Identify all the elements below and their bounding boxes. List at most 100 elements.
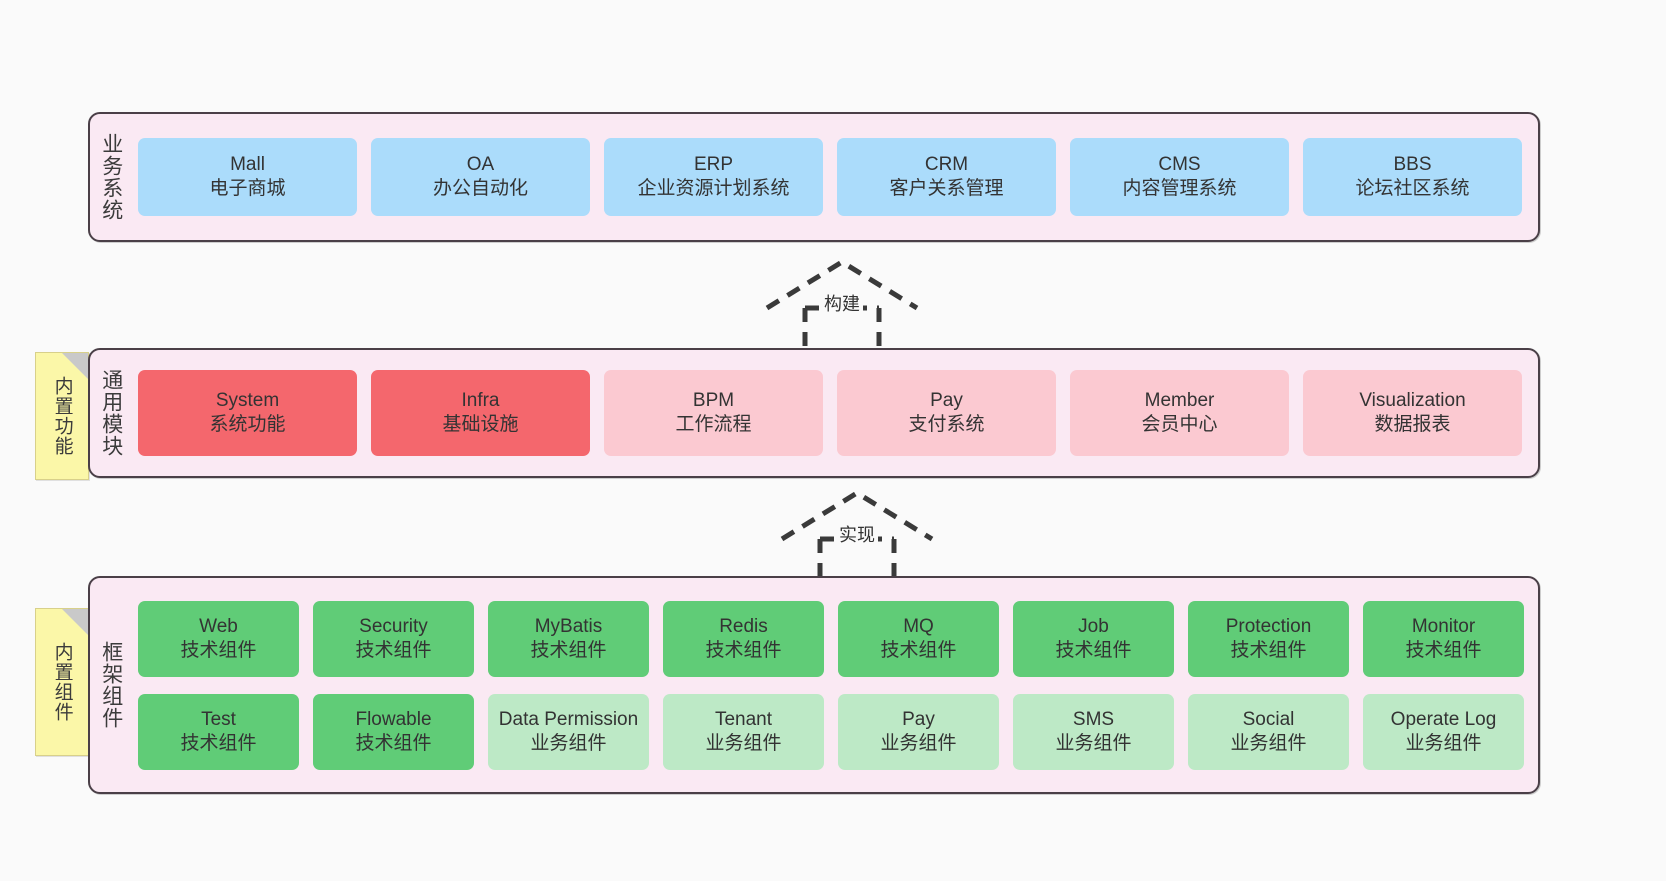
card-crm-subtitle: 客户关系管理 [889,178,1004,199]
card-infra[interactable]: Infra 基础设施 [371,370,590,456]
card-system[interactable]: System 系统功能 [138,370,357,456]
card-test-subtitle: 技术组件 [180,732,257,754]
card-security-subtitle: 技术组件 [355,639,432,661]
card-job[interactable]: Job 技术组件 [1013,600,1174,677]
layer-common-module-label: 通用模块 [99,369,123,457]
layer-business-system-label: 业务系统 [99,133,123,221]
card-system-subtitle: 系统功能 [209,414,286,435]
layer-framework-component-label: 框架组件 [99,641,123,729]
card-operate-log-title: Operate Log [1390,708,1497,730]
card-erp-title: ERP [693,154,734,176]
card-mq-title: MQ [903,615,934,637]
card-tenant-subtitle: 业务组件 [705,732,782,754]
card-bbs[interactable]: BBS 论坛社区系统 [1303,138,1522,216]
card-visualization-title: Visualization [1359,390,1466,412]
card-sms[interactable]: SMS 业务组件 [1013,693,1174,770]
card-web-subtitle: 技术组件 [180,639,257,661]
sticky-note-builtin-components-text: 内置组件 [51,642,73,722]
card-erp-subtitle: 企业资源计划系统 [637,178,790,199]
sticky-note-builtin-components: 内置组件 [35,608,89,756]
card-redis-subtitle: 技术组件 [705,639,782,661]
card-erp[interactable]: ERP 企业资源计划系统 [604,138,823,216]
card-bbs-title: BBS [1393,154,1432,176]
card-monitor[interactable]: Monitor 技术组件 [1363,600,1524,677]
card-bpm-title: BPM [692,390,735,412]
layer-business-system: 业务系统 Mall 电子商城 OA 办公自动化 ERP 企业资源计划系统 CRM… [88,112,1540,242]
layer-framework-component-cards: Web 技术组件 Security 技术组件 MyBatis 技术组件 Redi… [132,578,1538,792]
card-tenant[interactable]: Tenant 业务组件 [663,693,824,770]
card-bpm-subtitle: 工作流程 [675,414,752,435]
sticky-note-builtin-features-text: 内置功能 [51,376,73,456]
card-flowable-subtitle: 技术组件 [355,732,432,754]
card-protection[interactable]: Protection 技术组件 [1188,600,1349,677]
card-infra-title: Infra [461,390,500,412]
sticky-note-builtin-features: 内置功能 [35,352,89,480]
connector-build-label: 构建 [821,290,863,316]
card-data-permission-title: Data Permission [498,708,639,730]
card-web[interactable]: Web 技术组件 [138,600,299,677]
generalization-arrowhead-implement [780,490,934,542]
card-sms-subtitle: 业务组件 [1055,732,1132,754]
card-social-title: Social [1242,708,1295,730]
card-job-subtitle: 技术组件 [1055,639,1132,661]
card-monitor-subtitle: 技术组件 [1405,639,1482,661]
card-cms-subtitle: 内容管理系统 [1122,178,1237,199]
layer-framework-component: 框架组件 Web 技术组件 Security 技术组件 MyBatis 技术组件… [88,576,1540,794]
card-mall[interactable]: Mall 电子商城 [138,138,357,216]
layer-common-module-cards: System 系统功能 Infra 基础设施 BPM 工作流程 Pay 支付系统… [132,350,1538,476]
card-mall-title: Mall [230,154,265,176]
card-protection-subtitle: 技术组件 [1230,639,1307,661]
card-security[interactable]: Security 技术组件 [313,600,474,677]
card-operate-log-subtitle: 业务组件 [1405,732,1482,754]
card-mq[interactable]: MQ 技术组件 [838,600,999,677]
card-member-title: Member [1144,390,1215,412]
card-sms-title: SMS [1072,708,1115,730]
card-oa[interactable]: OA 办公自动化 [371,138,590,216]
card-pay-module-title: Pay [930,390,963,412]
card-test[interactable]: Test 技术组件 [138,693,299,770]
card-monitor-title: Monitor [1411,615,1476,637]
connector-implement: 实现 [772,489,942,585]
framework-row-business: Test 技术组件 Flowable 技术组件 Data Permission … [138,693,1524,770]
card-visualization[interactable]: Visualization 数据报表 [1303,370,1522,456]
card-oa-title: OA [466,154,495,176]
card-web-title: Web [199,615,238,637]
layer-common-module: 通用模块 System 系统功能 Infra 基础设施 BPM 工作流程 Pay… [88,348,1540,478]
card-tenant-title: Tenant [714,708,773,730]
card-flowable-title: Flowable [355,708,432,730]
card-social-subtitle: 业务组件 [1230,732,1307,754]
card-crm-title: CRM [924,154,969,176]
layer-business-system-cards: Mall 电子商城 OA 办公自动化 ERP 企业资源计划系统 CRM 客户关系… [132,114,1538,240]
card-cms-title: CMS [1158,154,1201,176]
card-pay-module[interactable]: Pay 支付系统 [837,370,1056,456]
generalization-arrowhead-build [765,259,919,311]
card-visualization-subtitle: 数据报表 [1374,414,1451,435]
card-pay-component[interactable]: Pay 业务组件 [838,693,999,770]
card-pay-module-subtitle: 支付系统 [908,414,985,435]
card-cms[interactable]: CMS 内容管理系统 [1070,138,1289,216]
card-member[interactable]: Member 会员中心 [1070,370,1289,456]
card-mybatis-subtitle: 技术组件 [530,639,607,661]
card-infra-subtitle: 基础设施 [442,414,519,435]
card-data-permission[interactable]: Data Permission 业务组件 [488,693,649,770]
card-flowable[interactable]: Flowable 技术组件 [313,693,474,770]
card-redis-title: Redis [719,615,768,637]
card-bbs-subtitle: 论坛社区系统 [1355,178,1470,199]
card-member-subtitle: 会员中心 [1141,414,1218,435]
card-operate-log[interactable]: Operate Log 业务组件 [1363,693,1524,770]
card-security-title: Security [359,615,428,637]
card-mybatis[interactable]: MyBatis 技术组件 [488,600,649,677]
card-redis[interactable]: Redis 技术组件 [663,600,824,677]
card-social[interactable]: Social 业务组件 [1188,693,1349,770]
card-crm[interactable]: CRM 客户关系管理 [837,138,1056,216]
connector-build: 构建 [757,258,927,354]
card-mybatis-title: MyBatis [534,615,603,637]
card-pay-component-title: Pay [902,708,935,730]
card-oa-subtitle: 办公自动化 [432,178,528,199]
card-job-title: Job [1078,615,1109,637]
card-pay-component-subtitle: 业务组件 [880,732,957,754]
card-data-permission-subtitle: 业务组件 [530,732,607,754]
card-bpm[interactable]: BPM 工作流程 [604,370,823,456]
card-mq-subtitle: 技术组件 [880,639,957,661]
connector-implement-label: 实现 [836,521,878,547]
